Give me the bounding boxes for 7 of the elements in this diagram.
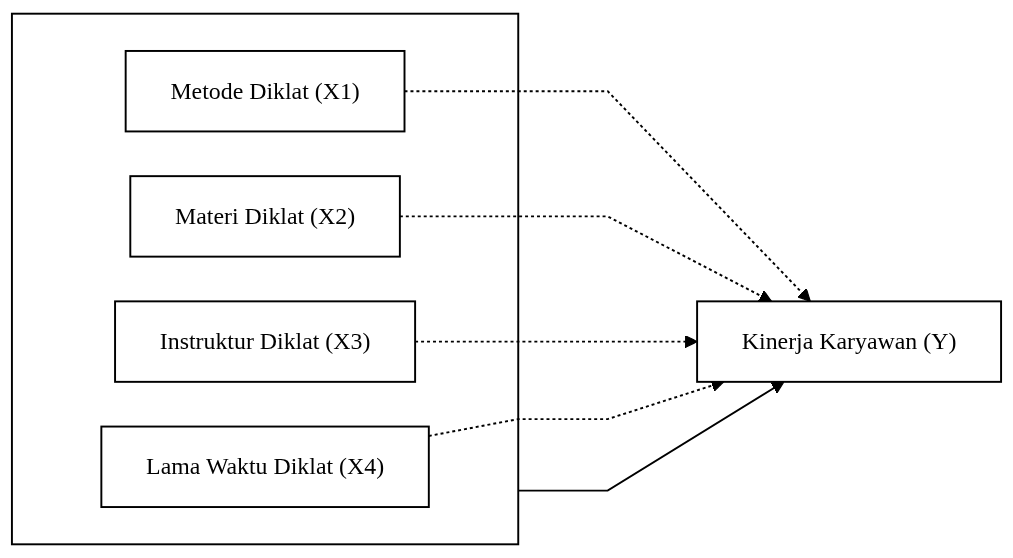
- cluster: [10, 12, 520, 546]
- node-box: Lama Waktu Diklat (X4): [100, 425, 430, 509]
- arrow: [517, 381, 785, 492]
- node-box: Instruktur Diklat (X3): [114, 300, 417, 383]
- node-box: Kinerja Karyawan (Y): [696, 300, 1003, 383]
- node-box: Materi Diklat (X2): [129, 175, 401, 258]
- node-box: Metode Diklat (X1): [124, 50, 406, 133]
